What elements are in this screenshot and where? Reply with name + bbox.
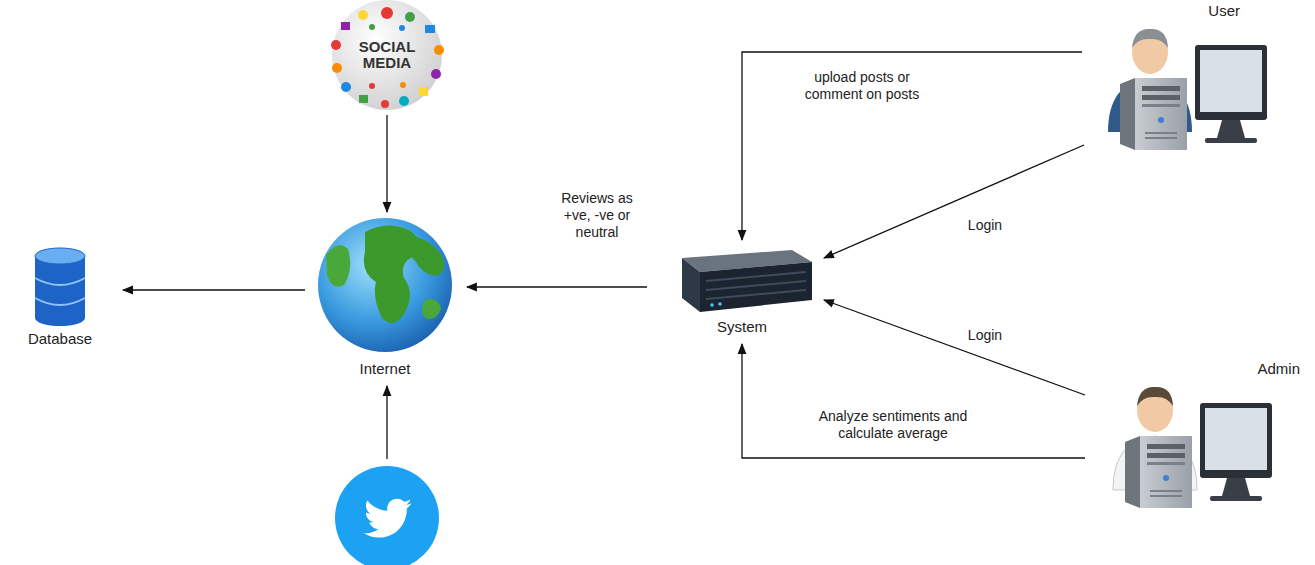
- internet-globe-icon: [318, 218, 452, 352]
- user-node: User: [1090, 2, 1275, 152]
- connector-arrow: [386, 115, 387, 212]
- admin-node: Admin: [1095, 360, 1300, 513]
- user-figure-icon: [1108, 29, 1267, 150]
- edge-label: Login: [965, 326, 1005, 345]
- connector-arrow: [824, 145, 1084, 258]
- node-label: Admin: [1257, 360, 1300, 378]
- node-label: User: [1208, 2, 1240, 20]
- edge-label: Login: [965, 216, 1005, 235]
- social-media-icon: [331, 0, 444, 110]
- connector-arrow: [742, 344, 1085, 458]
- connector-arrow: [824, 300, 1085, 395]
- node-label: Database: [28, 330, 92, 348]
- database-icon: [35, 248, 85, 326]
- node-label: SOCIAL MEDIA: [347, 39, 427, 71]
- system-node: System: [672, 248, 812, 336]
- connector-arrow: [467, 286, 647, 287]
- social-media-node: SOCIAL MEDIA: [332, 0, 442, 110]
- twitter-icon: [335, 466, 439, 565]
- node-label: Internet: [360, 360, 411, 378]
- node-label: System: [717, 318, 767, 336]
- edge-label: upload posts or comment on posts: [794, 68, 930, 104]
- edge-label: Reviews as +ve, -ve or neutral: [550, 189, 644, 242]
- server-icon: [682, 250, 812, 312]
- connector-arrow: [742, 52, 1082, 240]
- connector-arrow: [123, 289, 305, 290]
- database-node: Database: [22, 243, 98, 348]
- twitter-node: [335, 464, 439, 565]
- edge-label: Analyze sentiments and calculate average: [808, 407, 979, 443]
- connector-arrow: [386, 386, 387, 459]
- internet-node: Internet: [315, 217, 455, 378]
- admin-figure-icon: [1113, 387, 1272, 508]
